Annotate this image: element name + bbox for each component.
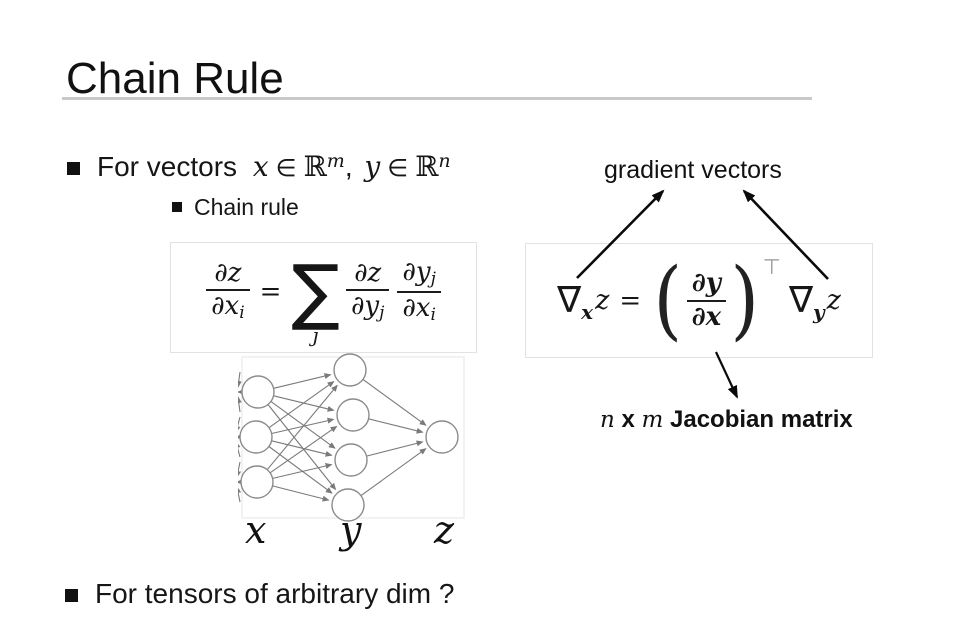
title-underline (62, 97, 812, 100)
bullet-icon (67, 162, 80, 175)
fraction-dy-dx: ∂y ∂x (686, 269, 727, 331)
math-y: y (364, 150, 381, 183)
network-node (241, 375, 275, 409)
network-edge (360, 448, 427, 497)
sub-bullet-icon (172, 202, 182, 212)
network-input-stub (238, 371, 242, 388)
network-label-x: x (245, 508, 267, 552)
fraction-bar (397, 290, 441, 293)
network-edge (273, 373, 332, 389)
summation-operator: ∑ j (291, 248, 340, 348)
network-node (239, 420, 273, 454)
network-input-stub (238, 396, 242, 413)
network-edge (272, 485, 330, 502)
network-node (333, 353, 367, 387)
network-svg (238, 353, 465, 522)
network-node (240, 465, 274, 499)
element-of-symbol: ∈ (387, 154, 409, 182)
fraction-dyj-dxi: ∂yj ∂xi (397, 258, 441, 325)
network-edge (267, 404, 337, 491)
fraction-bar (345, 289, 390, 292)
network-edge (368, 418, 424, 434)
network-label-z: z (434, 508, 455, 552)
network-input-stub (238, 416, 241, 433)
network-edge (266, 384, 338, 471)
gradient-vectors-label: gradient vectors (604, 156, 782, 184)
bullet-tensors: For tensors of arbitrary dim ? (95, 578, 455, 609)
fraction-dz-dxi: ∂z ∂xi (206, 259, 250, 323)
network-edge (362, 378, 427, 426)
math-x: x (252, 150, 269, 183)
network-input-stub (238, 461, 242, 478)
superscript-n: n (438, 150, 451, 172)
network-edge (269, 425, 338, 474)
network-input-stub (238, 441, 241, 458)
element-of-symbol: ∈ (275, 154, 297, 182)
comma: , (344, 151, 353, 182)
network-edge (268, 381, 335, 429)
left-paren: ( (653, 249, 683, 350)
decor-light-square (812, 44, 918, 133)
network-node (331, 488, 365, 522)
network-node (334, 443, 368, 477)
bullet-vectors: For vectors x∈ℝm, y∈ℝn (97, 150, 451, 183)
network-edge (270, 400, 336, 449)
network-edge (366, 440, 424, 457)
transpose-symbol: ⊤ (762, 254, 781, 279)
fraction-bar (206, 289, 250, 292)
equals-sign: = (619, 285, 642, 316)
arrow-to-jacobian (715, 351, 738, 399)
real-set-symbol: ℝ (415, 150, 439, 183)
fraction-bar (686, 299, 727, 302)
network-node (336, 398, 370, 432)
network-edge (272, 463, 333, 479)
superscript-m: m (326, 150, 345, 172)
real-set-symbol: ℝ (303, 150, 327, 183)
right-paren: ) (730, 249, 760, 350)
equals-sign: = (259, 276, 282, 307)
network-label-y: y (340, 508, 362, 552)
nabla-y-symbol: ∇ (788, 279, 814, 321)
fraction-dz-dyj: ∂z ∂yj (345, 259, 390, 323)
chain-rule-formula-box: ∂z ∂xi = ∑ j ∂z ∂yj ∂yj ∂xi (170, 242, 477, 353)
sub-bullet-chain-rule: Chain rule (194, 194, 299, 220)
page-title: Chain Rule (66, 54, 284, 103)
nabla-x-symbol: ∇ (557, 279, 582, 321)
bullet-icon (65, 589, 78, 602)
bullet-vectors-text: For vectors (97, 151, 238, 182)
jacobian-matrix-label: n x m Jacobian matrix (600, 406, 853, 433)
network-edge (271, 440, 333, 457)
network-node (425, 420, 459, 454)
network-input-stub (238, 486, 242, 503)
